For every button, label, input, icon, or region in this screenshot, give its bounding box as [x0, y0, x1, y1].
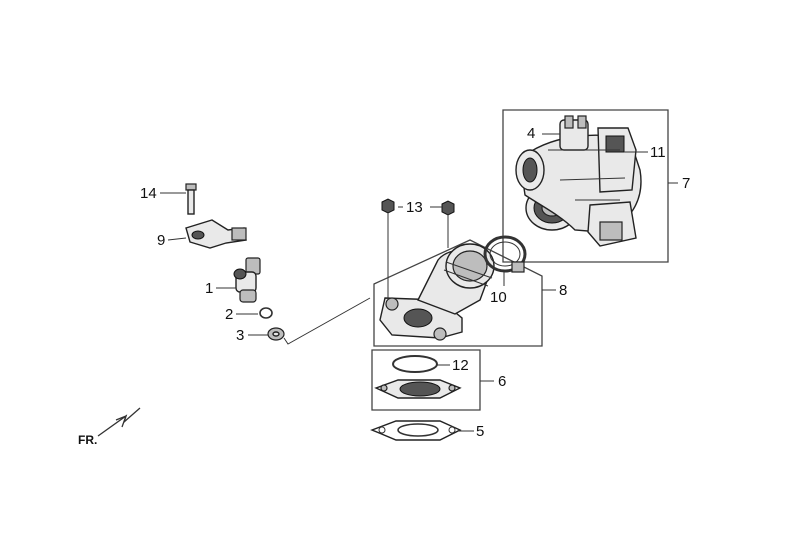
- hose-clamp: [483, 235, 527, 273]
- callout-12: 12: [452, 357, 469, 374]
- injector-cap: [185, 219, 247, 249]
- callout-7: 7: [682, 175, 690, 192]
- callout-9: 9: [157, 232, 165, 249]
- callout-8: 8: [559, 282, 567, 299]
- direction-label: FR.: [78, 433, 97, 447]
- gasket: [370, 420, 462, 441]
- callout-11: 11: [650, 144, 666, 161]
- callout-6: 6: [498, 373, 506, 390]
- callout-4: 4: [527, 125, 535, 142]
- callout-10: 10: [490, 289, 507, 306]
- nut-pair: [381, 198, 455, 216]
- o-ring: [259, 307, 273, 319]
- fuel-injector: [233, 257, 261, 303]
- throttle-body-group-box: [502, 109, 669, 263]
- insulator-group-box: [371, 349, 481, 411]
- callout-13: 13: [406, 199, 423, 216]
- callout-2: 2: [225, 306, 233, 323]
- callout-14: 14: [140, 185, 157, 202]
- leader-lines: [160, 133, 678, 432]
- callout-5: 5: [476, 423, 484, 440]
- callout-1: 1: [205, 280, 213, 297]
- bolt: [185, 183, 197, 215]
- intake-pipe: [379, 243, 495, 341]
- insulator-assembly: [374, 355, 462, 399]
- intake-pipe-group-box: [373, 239, 543, 347]
- callout-3: 3: [236, 327, 244, 344]
- seal-ring: [267, 327, 285, 341]
- throttle-body: [515, 115, 642, 247]
- front-direction-arrow: [97, 407, 141, 437]
